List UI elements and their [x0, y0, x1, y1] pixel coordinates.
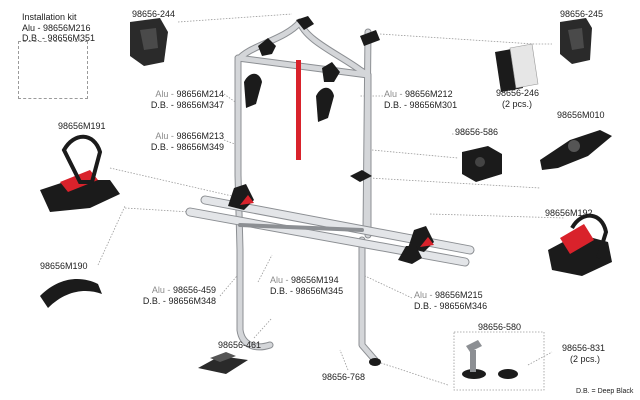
part-98656-586-icon: [462, 146, 502, 182]
label-98656-586: 98656-586: [455, 127, 499, 137]
label-98656M194: Alu - 98656M194: [270, 275, 339, 285]
label-98656M301: D.B. - 98656M301: [384, 100, 458, 110]
installation-kit-box: [18, 41, 88, 99]
label-98656M212: Alu - 98656M212: [384, 89, 453, 99]
label-98656M349: D.B. - 98656M349: [150, 142, 224, 152]
label-98656-245: 98656-245: [560, 9, 604, 19]
label-98656M215: Alu - 98656M215: [414, 290, 483, 300]
label-98656M191: 98656M191: [58, 121, 106, 131]
label-98656-459: Alu - 98656-459: [151, 285, 216, 295]
label-98656M010: 98656M010: [557, 110, 605, 120]
part-98656M192-icon: [548, 213, 612, 276]
label-98656M345: D.B. - 98656M345: [270, 286, 344, 296]
label-98656M213: Alu - 98656M213: [155, 131, 224, 141]
label-98656-580: 98656-580: [478, 322, 522, 332]
label-98656-246: 98656-246: [496, 88, 540, 98]
label-98656-768: 98656-768: [322, 372, 366, 382]
part-98656M010-icon: [540, 130, 612, 170]
label-98656M190: 98656M190: [40, 261, 88, 271]
label-98656-246-qty: (2 pcs.): [502, 99, 533, 109]
label-98656-831: 98656-831: [562, 343, 606, 353]
label-98656-831-qty: (2 pcs.): [570, 354, 601, 364]
part-98656-244-icon: [130, 18, 168, 66]
label-98656M214: Alu - 98656M214: [155, 89, 224, 99]
part-98656-461-icon: [198, 352, 248, 374]
installation-kit-db: D.B. - 98656M351: [22, 33, 96, 43]
frame-clamps: [244, 16, 380, 182]
label-98656M348: D.B. - 98656M348: [142, 296, 216, 306]
label-98656M346: D.B. - 98656M346: [414, 301, 488, 311]
label-98656M347: D.B. - 98656M347: [150, 100, 224, 110]
part-98656M191-icon: [40, 134, 120, 212]
part-98656-246-icon: [495, 43, 539, 92]
label-98656-461: 98656-461: [218, 340, 262, 350]
part-98656-580-icon: [453, 331, 545, 391]
part-98656M190-icon: [40, 279, 102, 308]
red-strap: [296, 60, 301, 160]
frame-foot: [369, 358, 381, 366]
label-98656-244: 98656-244: [132, 9, 176, 19]
installation-kit-title: Installation kit: [22, 12, 77, 22]
part-98656-245-icon: [560, 18, 592, 64]
installation-kit-alu: Alu - 98656M216: [22, 23, 91, 33]
label-98656M192: 98656M192: [545, 208, 593, 218]
rail-wheel-holders: [228, 184, 434, 264]
deep-black-footnote: D.B. = Deep Black: [576, 388, 634, 395]
